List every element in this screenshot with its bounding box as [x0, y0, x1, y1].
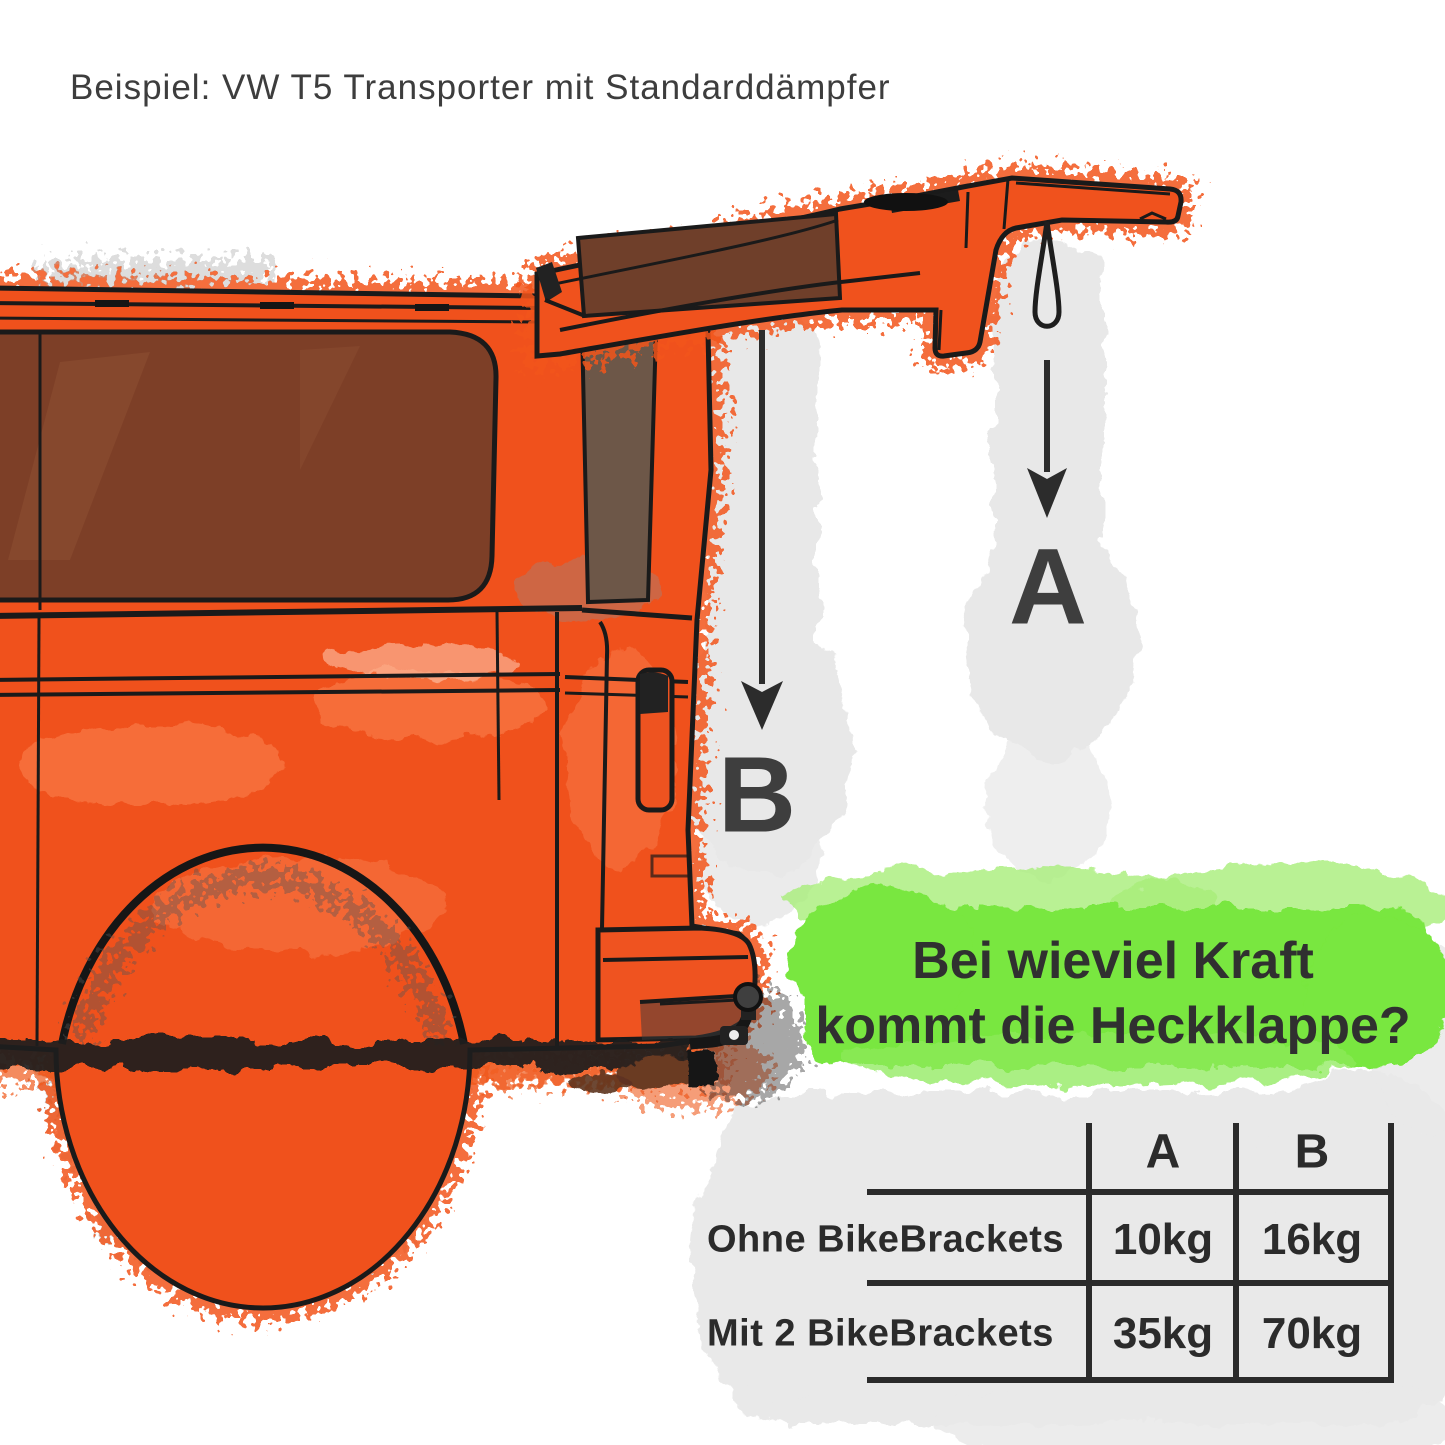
question-line-1: Bei wieviel Kraft: [912, 932, 1314, 990]
table-line-horizontal-3: [867, 1377, 1394, 1383]
pull-loop: [1032, 221, 1062, 329]
table-line-vertical-2: [1233, 1123, 1239, 1383]
arrow-a: [1027, 360, 1067, 518]
table-cell-b2: 70kg: [1261, 1309, 1363, 1358]
tow-hitch: [659, 982, 763, 1050]
force-point-a-label: A: [1009, 525, 1087, 647]
table-cell-b1: 16kg: [1261, 1215, 1363, 1264]
rear-bumper: [595, 925, 758, 1043]
tailgate: [525, 165, 1194, 370]
table-header-a: A: [1145, 1125, 1181, 1179]
table-cell-a2: 35kg: [1112, 1309, 1214, 1358]
taillight: [635, 667, 675, 813]
table-cell-a1: 10kg: [1112, 1215, 1214, 1264]
table-line-vertical-3: [1388, 1123, 1394, 1383]
table-row-label-2: Mit 2 BikeBrackets: [707, 1312, 1054, 1355]
page-title: Beispiel: VW T5 Transporter mit Standard…: [70, 68, 891, 107]
table-row-label-1: Ohne BikeBrackets: [707, 1218, 1064, 1261]
side-window: [0, 329, 499, 603]
question-line-2: kommt die Heckklappe?: [815, 997, 1411, 1055]
force-point-b-label: B: [718, 733, 796, 855]
tow-ball: [733, 982, 763, 1012]
van-body: [0, 285, 763, 1311]
quarter-window: [579, 323, 659, 605]
table-line-horizontal-1: [867, 1189, 1394, 1195]
green-highlight: [780, 864, 1445, 1086]
arrow-b: [741, 330, 783, 730]
table-line-horizontal-2: [867, 1280, 1394, 1286]
table-header-b: B: [1294, 1125, 1330, 1179]
underbody: [0, 1040, 714, 1097]
table-line-vertical-1: [1086, 1123, 1092, 1383]
